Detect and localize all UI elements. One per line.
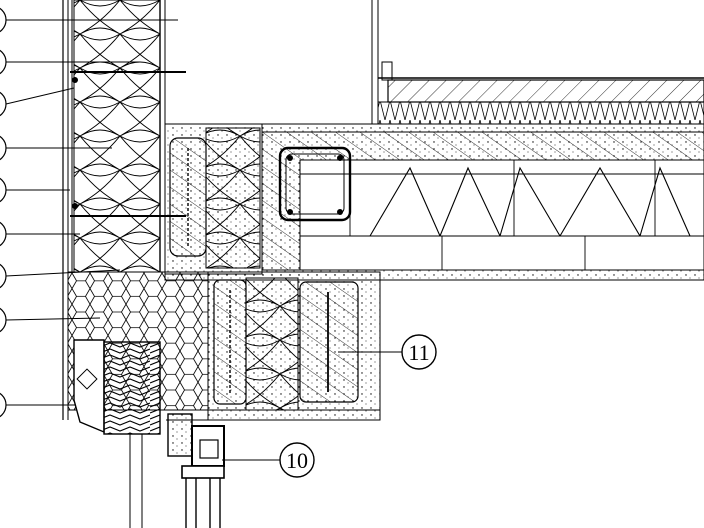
callout-10: 10 [222, 442, 315, 478]
window-frame [167, 413, 225, 528]
roof-buildup [371, 0, 704, 125]
left-callout-bubbles [0, 7, 7, 418]
callout-10-label: 10 [286, 448, 308, 473]
shutter-box [73, 339, 161, 528]
exterior-wall [62, 0, 186, 420]
lower-lintel [67, 271, 704, 421]
slab-structure [164, 123, 704, 281]
callout-11: 11 [338, 334, 437, 370]
callout-10-circle [279, 442, 315, 478]
upper-lintel [164, 123, 263, 275]
callout-11-label: 11 [408, 340, 429, 365]
callout-11-circle [401, 334, 437, 370]
